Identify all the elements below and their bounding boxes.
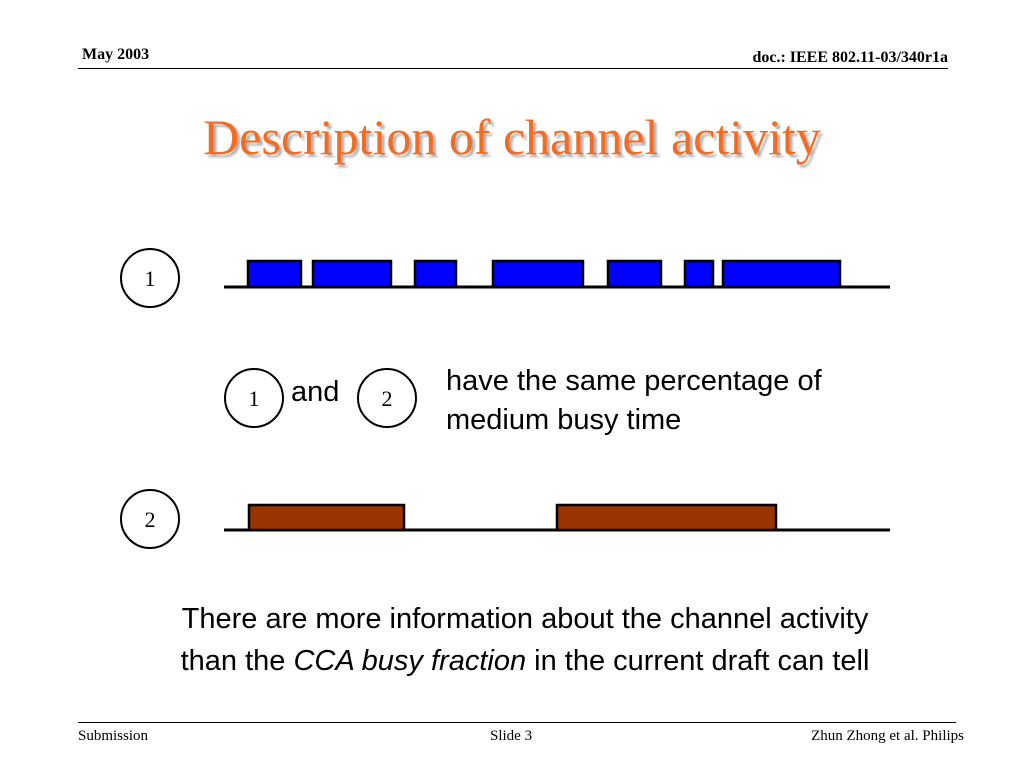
footer-rule [78, 722, 956, 723]
conclusion-line-2-pre: than the [180, 645, 294, 677]
pattern1-label: 1 [145, 266, 156, 291]
pattern1-circle [120, 248, 180, 308]
compare-group: 1 2 [224, 368, 417, 428]
pattern2-busy-block [555, 503, 778, 532]
pattern1-busy-block [413, 259, 458, 289]
footer-authors: Zhun Zhong et al. Philips [811, 728, 964, 744]
pattern1-busy-block [491, 259, 585, 289]
header-rule [78, 68, 948, 69]
compare-statement: have the same percentage of medium busy … [446, 365, 822, 436]
conclusion-line-2: than the CCA busy fraction in the curren… [0, 640, 1024, 682]
pattern2-timeline: 2 [120, 489, 890, 549]
pattern1-busy-block [721, 259, 842, 289]
footer-submission: Submission [78, 728, 149, 744]
compare-circle-2 [357, 368, 417, 428]
pattern1-busy-block [311, 259, 393, 289]
pattern2-circle [120, 489, 180, 549]
conclusion-text: There are more information about the cha… [0, 598, 1024, 682]
compare-circle-1 [224, 368, 284, 428]
pattern1-busy-block [683, 259, 715, 289]
header-date: May 2003 [82, 46, 150, 63]
pattern2-busy-block [247, 503, 406, 532]
pattern1-timeline: 1 [120, 248, 890, 308]
compare-label-2: 2 [382, 386, 393, 411]
conclusion-emphasis: CCA busy fraction [293, 645, 527, 677]
pattern2-label: 2 [145, 507, 156, 532]
compare-joiner: and [291, 376, 340, 408]
conclusion-line-2-post: in the current draft can tell [526, 645, 870, 677]
pattern1-busy-block [606, 259, 663, 289]
footer-slide-number: Slide 3 [490, 728, 533, 744]
pattern1-busy-block [246, 259, 303, 289]
conclusion-line-1: There are more information about the cha… [181, 603, 869, 635]
slide-title: Description of channel activity [203, 109, 821, 165]
compare-label-1: 1 [249, 386, 260, 411]
header-doc-id: doc.: IEEE 802.11-03/340r1a [752, 49, 948, 66]
